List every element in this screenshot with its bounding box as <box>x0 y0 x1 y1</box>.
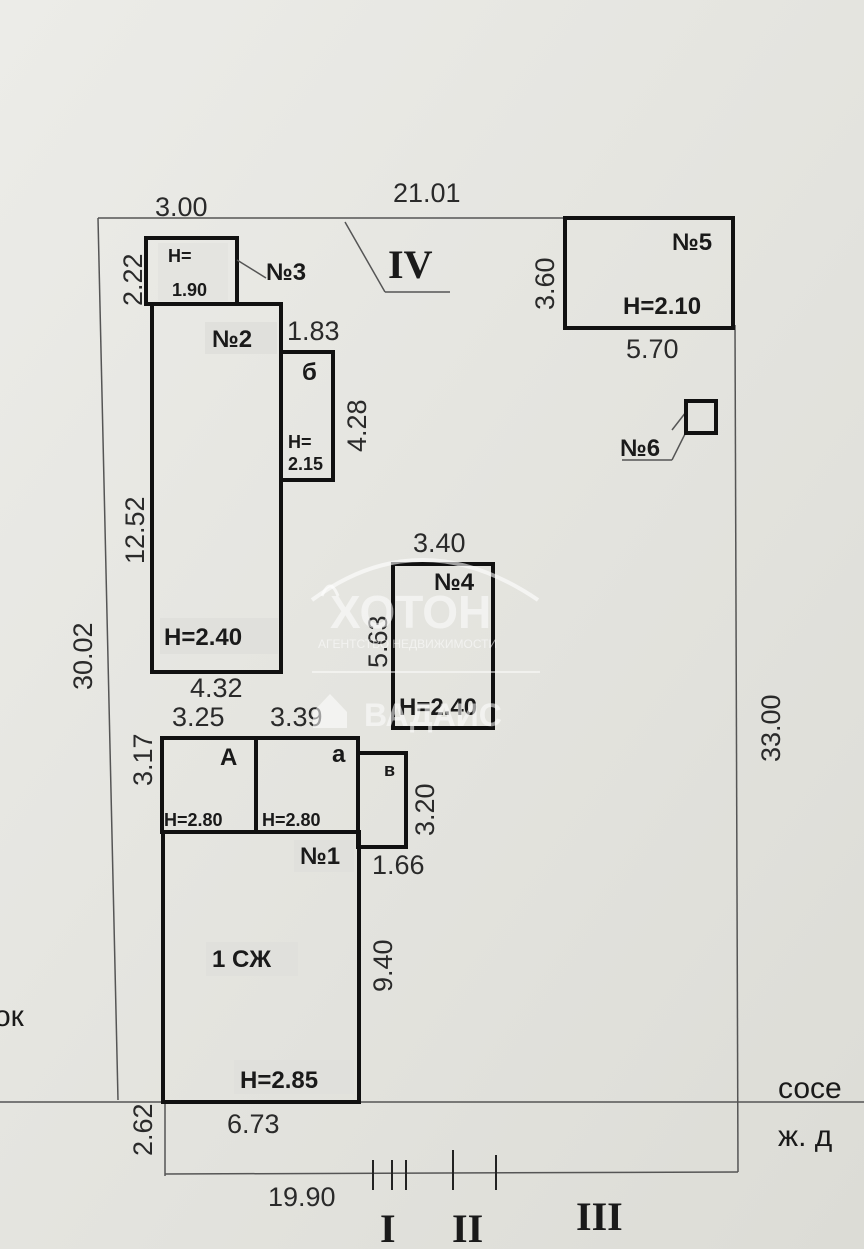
building-6 <box>684 399 718 435</box>
dim-bottom-small: 2.62 <box>128 1103 158 1156</box>
building-2-height: Н=2.40 <box>164 624 242 651</box>
dim-v-width: 1.66 <box>372 850 425 880</box>
dim-right: 33.00 <box>756 694 786 762</box>
dim-bottom: 19.90 <box>268 1182 336 1212</box>
watermark-partner: ВАДАИС <box>364 697 502 733</box>
dim-b4-width: 3.40 <box>413 528 466 558</box>
dim-b3-width: 2.22 <box>118 253 148 306</box>
dim-b4-length: 5.63 <box>363 615 393 668</box>
building-3-height-line1: Н= <box>168 246 192 266</box>
dim-b-length: 4.28 <box>342 399 372 452</box>
dim-b5-depth: 3.60 <box>530 257 560 310</box>
building-4-height: Н=2.40 <box>399 694 477 721</box>
zone-II: II <box>452 1206 483 1249</box>
edge-text-right-2: ж. д <box>778 1120 832 1153</box>
dim-b1-length: 9.40 <box>368 939 398 992</box>
zone-I: I <box>380 1206 396 1249</box>
edge-text-right-1: сосе <box>778 1072 842 1105</box>
plot-boundary <box>0 217 864 1176</box>
building-1 <box>161 830 361 1104</box>
house-icon <box>313 694 347 728</box>
dim-top-left: 3.00 <box>155 192 208 222</box>
zone-IV: IV <box>388 242 433 287</box>
dim-b1-width: 6.73 <box>227 1109 280 1139</box>
building-5-label: №5 <box>672 229 712 256</box>
dim-b2-length: 12.52 <box>120 496 150 564</box>
dim-b2-width: 4.32 <box>190 673 243 703</box>
building-2-label: №2 <box>212 326 252 353</box>
building-2 <box>150 302 283 674</box>
watermark-tagline: АГЕНТСТВО НЕДВИЖИМОСТИ <box>318 637 497 651</box>
building-v-label: в <box>384 760 395 780</box>
building-b-label: б <box>302 359 317 386</box>
building-4-label: №4 <box>434 569 475 596</box>
dim-left: 30.02 <box>68 622 98 690</box>
building-5-height: Н=2.10 <box>623 293 701 320</box>
building-A-label: А <box>220 744 237 771</box>
building-a-label: а <box>332 741 346 768</box>
building-1-label: №1 <box>300 843 340 870</box>
zone-III: III <box>576 1194 623 1239</box>
dim-top: 21.01 <box>393 178 461 208</box>
building-6-label: №6 <box>620 435 660 462</box>
building-4 <box>391 562 495 730</box>
watermark-brand: ХОТОН <box>330 586 491 638</box>
building-3-height-line2: 1.90 <box>172 280 207 300</box>
dim-v-length: 3.20 <box>410 783 440 836</box>
building-5 <box>563 216 735 330</box>
dim-b-width: 1.83 <box>287 316 340 346</box>
building-b-height-line1: Н= <box>288 432 312 452</box>
building-v <box>356 751 408 849</box>
building-A-height: Н=2.80 <box>164 810 223 830</box>
zone-labels: IV I II III <box>380 242 623 1249</box>
dim-b5-width: 5.70 <box>626 334 679 364</box>
building-b <box>279 350 335 482</box>
building-1-height: Н=2.85 <box>240 1067 318 1094</box>
building-a-height: Н=2.80 <box>262 810 321 830</box>
zone-markers <box>372 1150 497 1190</box>
building-3-label: №3 <box>266 259 306 286</box>
dim-A-width: 3.25 <box>172 702 225 732</box>
dimension-labels: 3.00 21.01 30.02 33.00 2.62 19.90 2.22 1… <box>68 178 786 1212</box>
building-b-height-line2: 2.15 <box>288 454 323 474</box>
edge-text-left: ок <box>0 1000 25 1033</box>
watermark: ХОТОН АГЕНТСТВО НЕДВИЖИМОСТИ ВАДАИС <box>310 558 540 733</box>
dim-A-depth: 3.17 <box>128 733 158 786</box>
building-1-type: 1 СЖ <box>212 946 271 973</box>
